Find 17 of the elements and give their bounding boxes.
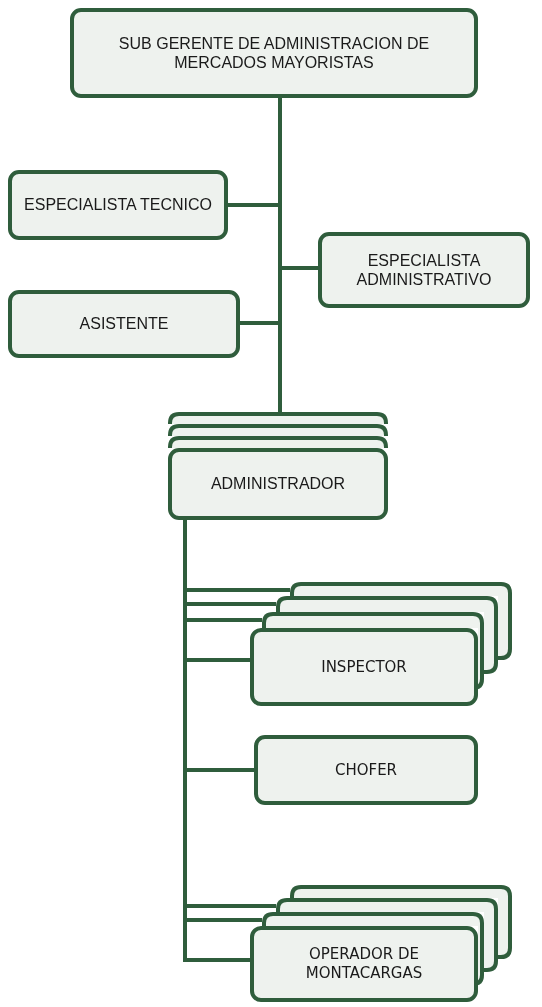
role-title: ESPECIALISTA ADMINISTRATIVO (355, 250, 493, 290)
org-box (8, 170, 228, 240)
role-title: ASISTENTE (79, 314, 169, 334)
org-box (168, 448, 388, 520)
org-box (318, 232, 530, 308)
role-title: ESPECIALISTA TECNICO (24, 195, 212, 215)
connector-line (183, 520, 250, 962)
org-box (70, 8, 478, 98)
role-title: INSPECTOR (321, 657, 407, 677)
org-box (8, 290, 240, 358)
role-title: SUB GERENTE DE ADMINISTRACION DE MERCADOS MAYORISTAS (117, 33, 431, 73)
role-title: ADMINISTRADOR (210, 474, 346, 494)
org-box (254, 735, 478, 805)
org-box (250, 926, 478, 1002)
role-title: OPERADOR DE MONTACARGAS (304, 945, 424, 983)
org-box (250, 628, 478, 706)
role-title: CHOFER (334, 760, 398, 780)
